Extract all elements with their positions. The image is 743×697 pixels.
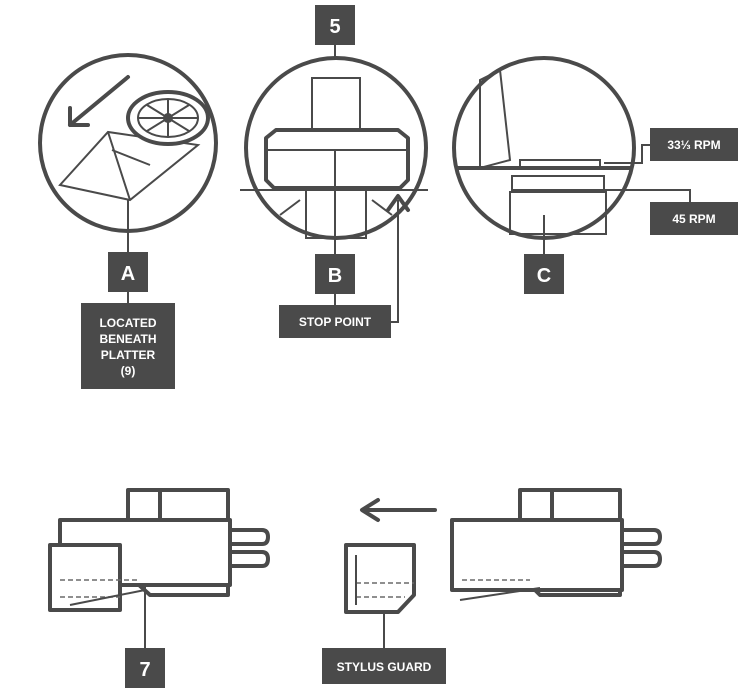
step-7-label: 7: [139, 659, 150, 681]
label-b-box: [315, 254, 355, 294]
label-a: A: [121, 263, 135, 285]
label-c: C: [537, 265, 551, 287]
bare-cartridge-body: [450, 518, 624, 592]
stylus-guard-label: STYLUS GUARD: [337, 660, 432, 674]
step-7-box: [125, 648, 165, 688]
pulley-hub: [163, 113, 173, 123]
pin-bottom-left: [228, 550, 270, 568]
step-5-label: 5: [329, 16, 340, 38]
rpm-45-box: [650, 202, 738, 235]
detached-guard: [344, 543, 416, 614]
rpm-45-label: 45 RPM: [672, 212, 715, 226]
step-5-box: [315, 5, 355, 45]
platter-hub: [264, 128, 410, 190]
note-a-line-2: BENEATH: [99, 332, 156, 346]
note-a-line-1: LOCATED: [99, 316, 156, 330]
arrow-removal-head: [360, 498, 380, 522]
panel-c: C 33⅓ RPM 45 RPM: [452, 56, 738, 294]
arrow-a-shaft: [68, 75, 130, 127]
stylus-guard-box: [322, 648, 446, 684]
motor-pulley: [509, 191, 607, 235]
pin-top-left: [228, 528, 270, 546]
note-a-line-3: PLATTER: [101, 348, 156, 362]
panel-b: 5 B STOP POINT: [240, 5, 428, 338]
pin-bottom-right: [620, 550, 662, 568]
guard-on-cartridge: [48, 543, 122, 612]
pin-top-right: [620, 528, 662, 546]
label-b: B: [328, 265, 342, 287]
groove-33: [519, 159, 601, 169]
guard-removed: STYLUS GUARD: [322, 488, 662, 684]
stop-point-leader: [391, 200, 399, 323]
belt-plate: [58, 130, 201, 202]
label-a-box: [108, 252, 148, 292]
rpm-33-label: 33⅓ RPM: [667, 138, 720, 152]
leader-33: [604, 144, 650, 164]
belt-fold: [107, 131, 151, 201]
arrow-a-head: [68, 106, 90, 127]
stop-point-arrowhead: [386, 194, 410, 212]
panel-a: A LOCATED BENEATH PLATTER (9): [38, 53, 218, 389]
note-a-box: [81, 303, 175, 389]
support-arms: [279, 199, 393, 216]
note-a-line-4: (9): [121, 364, 136, 378]
cartridge-with-guard: 7: [48, 488, 270, 688]
stop-point-box: [279, 305, 391, 338]
stop-point-label: STOP POINT: [299, 315, 372, 329]
platter-edge: [479, 68, 512, 170]
stylus-cantilever-left: [69, 589, 146, 606]
leader-45: [604, 189, 691, 202]
stylus-cantilever-right: [459, 587, 541, 601]
label-c-box: [524, 254, 564, 294]
groove-45: [511, 175, 605, 191]
rpm-33-box: [650, 128, 738, 161]
